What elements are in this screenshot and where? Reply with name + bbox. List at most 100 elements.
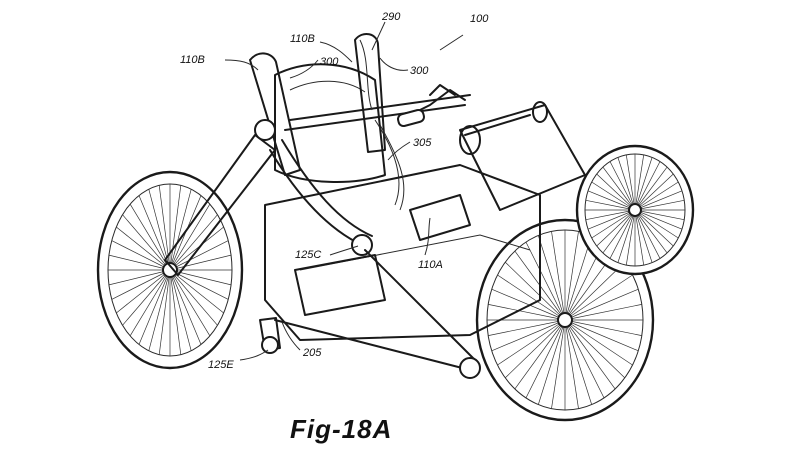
wheel-spoke — [602, 209, 636, 254]
wheel-spoke — [564, 274, 633, 321]
wheel-spoke — [617, 157, 636, 211]
wheel-spoke — [634, 166, 668, 211]
label-110b-left: 110B — [180, 54, 205, 66]
wheel-spoke — [169, 269, 218, 326]
label-290: 290 — [381, 11, 401, 23]
figure-caption: Fig-18A — [290, 414, 392, 444]
wheel-spoke — [504, 319, 566, 379]
wheel-spoke — [129, 269, 171, 337]
wheel-spoke — [591, 209, 636, 239]
wheel-spoke — [634, 209, 683, 230]
wheel-spoke — [169, 214, 218, 271]
vehicle-frame — [164, 33, 586, 379]
wheel-spoke — [488, 304, 566, 321]
label-205: 205 — [302, 347, 322, 359]
wheel-spoke — [148, 269, 171, 351]
wheel-spoke — [169, 269, 192, 351]
wheel-spoke — [602, 166, 636, 211]
wheel-spoke — [116, 269, 171, 314]
wheel-spoke — [169, 269, 211, 337]
wheel-spoke — [491, 319, 566, 352]
wheel-spoke — [634, 173, 674, 211]
wheel-spoke — [634, 209, 685, 221]
wheel-spoke — [596, 173, 636, 211]
wheel-spoke — [564, 261, 626, 321]
wheel-spoke — [564, 319, 605, 399]
wheel-spoke — [497, 274, 566, 321]
wheel-spoke — [564, 319, 593, 405]
wheel-spoke — [108, 269, 171, 286]
wheel-spoke — [169, 189, 192, 271]
label-125e: 125E — [208, 359, 234, 371]
label-110a: 110A — [418, 259, 443, 271]
wheel-spoke — [158, 269, 171, 355]
wheel-spoke — [169, 269, 229, 300]
wheel-spoke — [537, 235, 566, 321]
wheel-spoke — [585, 209, 636, 221]
wheel-spoke — [169, 269, 202, 345]
left-rear-wheel — [96, 170, 244, 370]
wheel-spoke — [587, 190, 636, 211]
label-300-right: 300 — [410, 65, 429, 77]
wheel-spoke — [591, 181, 636, 211]
wheel-spoke — [169, 203, 211, 271]
wheel-spoke — [497, 319, 566, 366]
wheel-spoke — [564, 319, 642, 336]
wheel-spoke — [634, 209, 674, 247]
wheel-spoke — [122, 269, 171, 326]
wheel-spoke — [129, 203, 171, 271]
wheel-spoke — [564, 231, 579, 321]
wheel-spoke — [564, 319, 616, 390]
label-100: 100 — [470, 13, 489, 25]
wheel-spoke — [625, 154, 636, 211]
wheel-spoke — [634, 209, 661, 259]
wheel-spoke — [138, 269, 171, 345]
wheel-spoke — [169, 254, 232, 271]
wheel-spoke — [488, 319, 566, 336]
wheel-spoke — [169, 185, 182, 271]
wheel-spoke — [585, 199, 636, 211]
wheel-spoke — [634, 161, 661, 211]
wheel-spoke — [122, 214, 171, 271]
wheel-spoke — [564, 319, 579, 409]
wheel-spoke — [634, 190, 683, 211]
wheel-spoke — [634, 209, 645, 266]
label-300-left: 300 — [320, 56, 339, 68]
wheel-spoke — [138, 195, 171, 271]
label-125c: 125C — [295, 249, 321, 261]
wheel-spoke — [169, 269, 224, 314]
wheel-spoke — [609, 161, 636, 211]
wheel-spoke — [625, 209, 636, 266]
wheel-spoke — [634, 157, 653, 211]
wheel-spoke — [116, 226, 171, 271]
wheel-spoke — [169, 240, 229, 271]
wheel-spoke — [108, 254, 171, 271]
wheel-spoke — [111, 240, 171, 271]
wheel-spoke — [525, 241, 566, 321]
wheel-spoke — [634, 181, 679, 211]
wheel-spoke — [564, 304, 642, 321]
wheel-spoke — [609, 209, 636, 259]
back-right-wheel — [575, 144, 695, 276]
wheel-spoke — [169, 269, 182, 355]
wheel-spoke — [587, 209, 636, 230]
wheel-spoke — [514, 319, 566, 390]
wheel-spoke — [537, 319, 566, 405]
wheel-spoke — [634, 154, 645, 211]
wheel-spoke — [491, 288, 566, 321]
leader-lines — [224, 21, 464, 361]
wheel-spoke — [564, 319, 639, 352]
wheel-spoke — [596, 209, 636, 247]
right-front-wheel — [475, 218, 655, 422]
wheel-spoke — [564, 319, 633, 366]
wheel-spoke — [111, 269, 171, 300]
wheel-spoke — [551, 319, 566, 409]
wheel-spoke — [634, 199, 685, 211]
wheel-spoke — [617, 209, 636, 263]
wheel-spoke — [525, 319, 566, 399]
wheel-spoke — [169, 226, 224, 271]
label-110b-top: 110B — [290, 33, 315, 45]
wheel-spoke — [634, 209, 679, 239]
wheel-spoke — [564, 235, 593, 321]
